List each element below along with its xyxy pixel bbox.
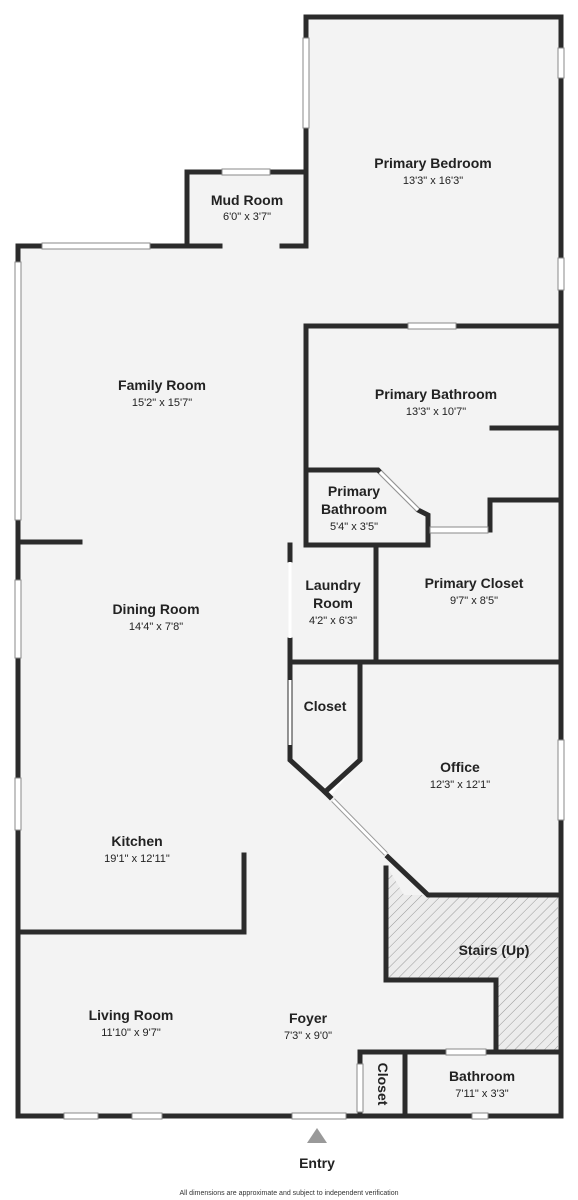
window-bedroom-left <box>302 37 310 129</box>
room-name-kitchen: Kitchen <box>111 833 162 849</box>
door-office-diagonal-inner <box>331 798 388 856</box>
laundry-floor <box>290 545 376 662</box>
wall-stairs <box>383 865 499 1053</box>
room-dims-primary-bathroom: 13'3" x 10'7" <box>406 406 466 418</box>
room-dims-laundry: 4'2" x 6'3" <box>309 615 357 627</box>
closet-floor <box>290 662 360 792</box>
mud-room-floor <box>187 172 306 246</box>
room-name-small-bathroom-line1: Primary <box>328 483 380 499</box>
room-name-primary-bedroom: Primary Bedroom <box>374 155 491 171</box>
door-entry <box>291 1112 347 1120</box>
wall-small-bath <box>303 467 431 548</box>
room-name-primary-bathroom: Primary Bathroom <box>375 386 497 402</box>
window-bath-bottom <box>471 1112 489 1120</box>
opening-closet-bath <box>429 526 489 534</box>
room-dims-dining-room: 14'4" x 7'8" <box>129 621 183 633</box>
room-name-laundry-line2: Room <box>313 595 353 611</box>
window-family-top <box>41 242 151 250</box>
wall-office-diag-stub <box>321 788 334 801</box>
room-dims-living-room: 11'10" x 9'7" <box>101 1027 161 1039</box>
opening-bath-foyer <box>445 1048 487 1056</box>
wall-bedroom-outer <box>303 14 564 1119</box>
room-name-mud-room: Mud Room <box>211 192 283 208</box>
footer-note: All dimensions are approximate and subje… <box>179 1190 398 1197</box>
wall-office-diagonal <box>384 853 564 898</box>
room-dims-primary-closet: 9'7" x 8'5" <box>450 595 498 607</box>
entry-label: Entry <box>299 1155 335 1171</box>
entry-arrow-icon <box>307 1128 327 1143</box>
window-bedroom-right-bottom <box>557 257 565 291</box>
window-dining-left <box>14 579 22 659</box>
room-name-primary-closet: Primary Closet <box>425 575 524 591</box>
primary-bathroom-floor <box>306 326 560 545</box>
room-name-closet-lower: Closet <box>375 1063 391 1106</box>
window-kitchen-left <box>14 777 22 831</box>
room-name-living-room: Living Room <box>89 1007 174 1023</box>
primary-closet-floor <box>376 500 560 662</box>
wall-closet-top <box>487 497 564 533</box>
room-dims-office: 12'3" x 12'1" <box>430 779 490 791</box>
room-name-closet-upper: Closet <box>304 698 347 714</box>
room-dims-primary-bedroom: 13'3" x 16'3" <box>403 175 463 187</box>
opening-closet-left <box>356 1063 364 1113</box>
door-small-bath-diagonal-inner <box>378 470 420 512</box>
room-dims-bathroom: 7'11" x 3'3" <box>455 1088 508 1100</box>
room-name-family-room: Family Room <box>118 377 206 393</box>
stairs-area <box>386 868 558 1050</box>
room-name-small-bathroom-line2: Bathroom <box>321 501 387 517</box>
window-living-bottom-a <box>63 1112 99 1120</box>
room-dims-kitchen: 19'1" x 12'11" <box>104 853 170 865</box>
window-living-bottom-b <box>131 1112 163 1120</box>
room-name-dining-room: Dining Room <box>112 601 199 617</box>
room-dims-family-room: 15'2" x 15'7" <box>132 397 192 409</box>
window-bedroom-right-top <box>557 47 565 79</box>
room-name-office: Office <box>440 759 480 775</box>
window-family-left <box>14 261 22 521</box>
room-name-stairs: Stairs (Up) <box>459 942 530 958</box>
room-name-foyer: Foyer <box>289 1010 328 1026</box>
primary-bedroom-floor <box>306 18 560 326</box>
window-office-right <box>557 739 565 821</box>
room-name-laundry-line1: Laundry <box>305 577 360 593</box>
room-name-bathroom: Bathroom <box>449 1068 515 1084</box>
room-labels: Primary Bedroom 13'3" x 16'3" Mud Room 6… <box>89 155 530 1106</box>
office-floor <box>330 662 560 895</box>
windows <box>14 37 565 1120</box>
window-mud-top <box>221 168 271 176</box>
room-dims-small-bathroom: 5'4" x 3'5" <box>330 521 378 533</box>
room-dims-mud-room: 6'0" x 3'7" <box>223 211 271 223</box>
room-dims-foyer: 7'3" x 9'0" <box>284 1030 332 1042</box>
opening-bedroom-bath <box>407 322 457 330</box>
